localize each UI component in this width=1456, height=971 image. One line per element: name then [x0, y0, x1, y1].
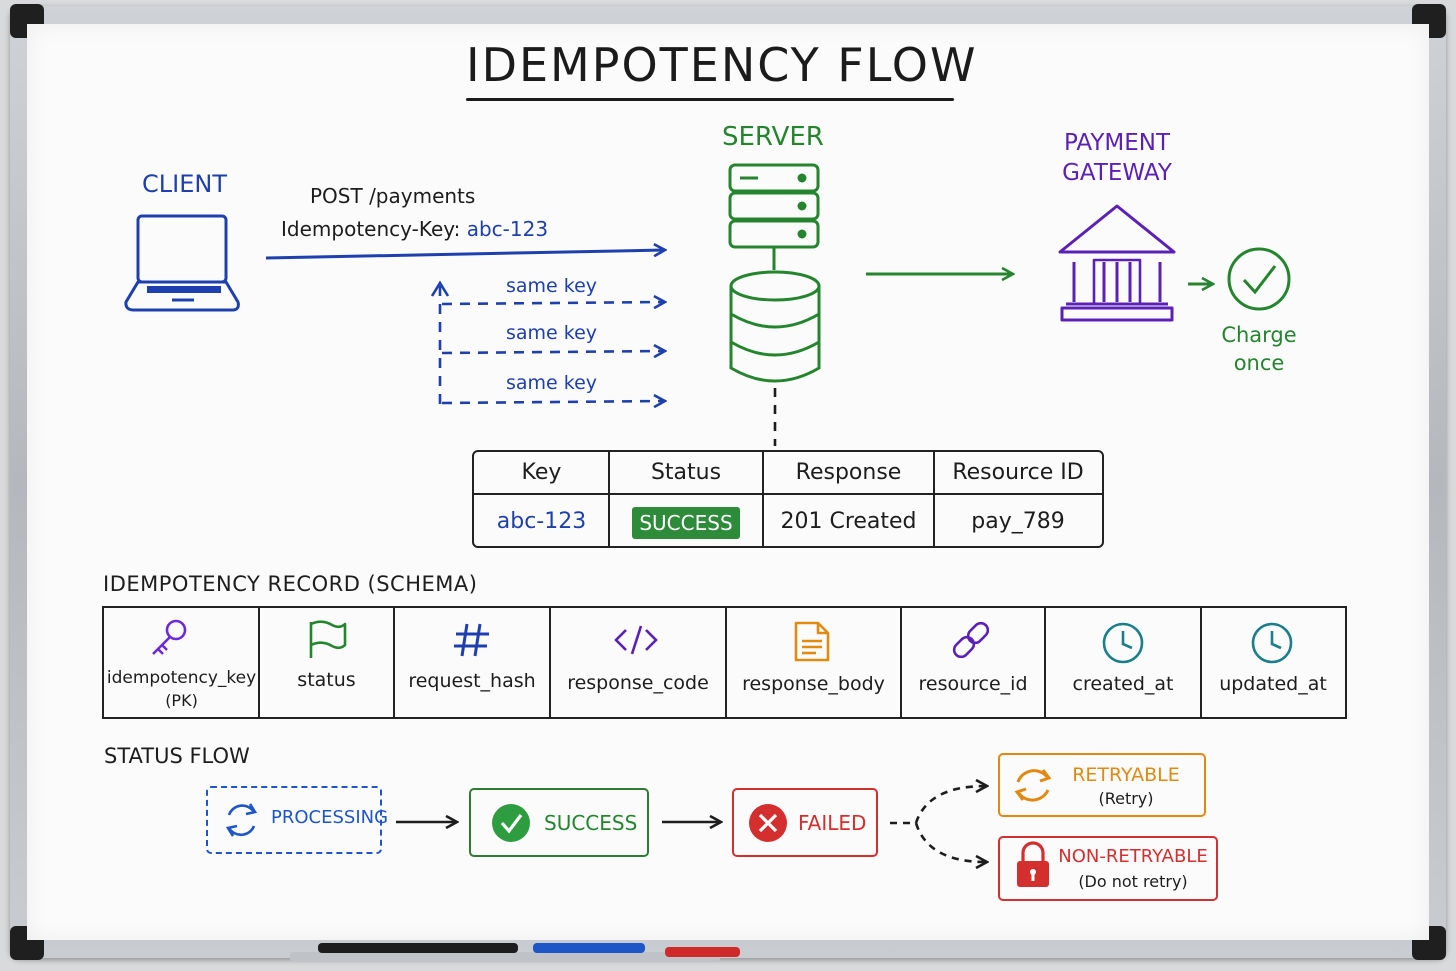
retryable-state: [998, 753, 1206, 817]
schema-field-resource-id: resource_id: [918, 673, 1028, 695]
schema-field-response-code: response_code: [567, 672, 709, 694]
retry-icon: [1014, 769, 1052, 802]
charge-once-line2: once: [1233, 351, 1285, 375]
table-header-status: Status: [650, 460, 722, 485]
black-marker: [318, 943, 518, 953]
idempotency-key-value: abc-123: [466, 217, 549, 241]
schema-field-updated-at: updated_at: [1219, 673, 1327, 695]
server-icon: [728, 163, 820, 270]
retry-label-3: same key: [506, 372, 598, 394]
laptop-icon: [124, 214, 240, 312]
schema-field-status: status: [297, 669, 356, 691]
request-arrow: [265, 250, 664, 260]
processing-label: PROCESSING: [271, 807, 389, 828]
error-circle-icon: [749, 804, 787, 842]
key-icon: [152, 619, 187, 655]
retry-label-2: same key: [506, 322, 598, 344]
retry-label-1: same key: [506, 275, 598, 297]
non-retryable-note: (Do not retry): [1078, 872, 1188, 891]
lock-icon: [1017, 841, 1049, 887]
success-label: SUCCESS: [544, 811, 638, 835]
idempotency-key-label: Idempotency-Key:: [281, 217, 461, 241]
success-state: [469, 788, 649, 857]
table-header-response: Response: [795, 460, 902, 485]
schema-field-idempotency-key: idempotency_key: [106, 668, 257, 688]
schema-table: [102, 606, 1347, 719]
link-icon: [952, 621, 990, 659]
table-header-key: Key: [521, 460, 562, 485]
database-icon: [729, 270, 821, 383]
title-underline: [466, 98, 954, 101]
check-circle-icon: [492, 804, 530, 842]
hash-icon: [454, 623, 489, 657]
record-table-lines: [474, 452, 1102, 546]
bank-icon: [1058, 204, 1176, 322]
gateway-label-line1: PAYMENT: [1063, 130, 1171, 156]
schema-field-pk-note: (PK): [165, 691, 198, 710]
failed-state: [732, 788, 878, 857]
non-retryable-state: [998, 836, 1218, 901]
client-label: CLIENT: [142, 170, 227, 198]
retry-up-arrowhead: [430, 280, 450, 297]
idempotency-key-line: Idempotency-Key: abc-123: [281, 219, 548, 239]
flag-icon: [309, 620, 347, 658]
retryable-label: RETRYABLE: [1072, 764, 1180, 786]
table-cell-response: 201 Created: [780, 509, 917, 534]
schema-field-created-at: created_at: [1072, 673, 1174, 695]
code-icon: [614, 625, 658, 655]
charge-once-line1: Charge: [1221, 323, 1297, 347]
schema-heading: IDEMPOTENCY RECORD (SCHEMA): [103, 572, 478, 596]
clock-icon: [1251, 622, 1293, 664]
check-circle-icon: [1227, 247, 1291, 311]
request-method-path: POST /payments: [310, 184, 476, 208]
document-icon: [794, 621, 830, 662]
non-retryable-label: NON-RETRYABLE: [1058, 846, 1208, 867]
table-cell-status-badge: SUCCESS: [632, 507, 740, 539]
retryable-note: (Retry): [1098, 789, 1154, 808]
blue-marker: [533, 943, 645, 953]
gateway-label-line2: GATEWAY: [1062, 160, 1172, 186]
failed-label: FAILED: [798, 811, 867, 835]
server-label: SERVER: [722, 122, 824, 152]
table-header-resource-id: Resource ID: [952, 460, 1084, 485]
clock-icon: [1102, 622, 1144, 664]
schema-field-request-hash: request_hash: [408, 670, 536, 692]
failed-branch-arrows: [890, 786, 986, 862]
marker-tray: [290, 952, 720, 962]
schema-field-response-body: response_body: [742, 673, 885, 695]
schema-dividers: [258, 607, 1202, 718]
idempotency-record-table: [472, 450, 1104, 548]
status-flow-heading: STATUS FLOW: [104, 744, 250, 768]
red-marker: [665, 947, 740, 957]
refresh-icon: [225, 803, 258, 837]
table-cell-key: abc-123: [496, 509, 587, 534]
processing-state: [206, 786, 382, 854]
table-cell-resource-id: pay_789: [971, 509, 1065, 534]
page-title: IDEMPOTENCY FLOW: [466, 38, 978, 92]
retry-arrows: [438, 286, 664, 404]
